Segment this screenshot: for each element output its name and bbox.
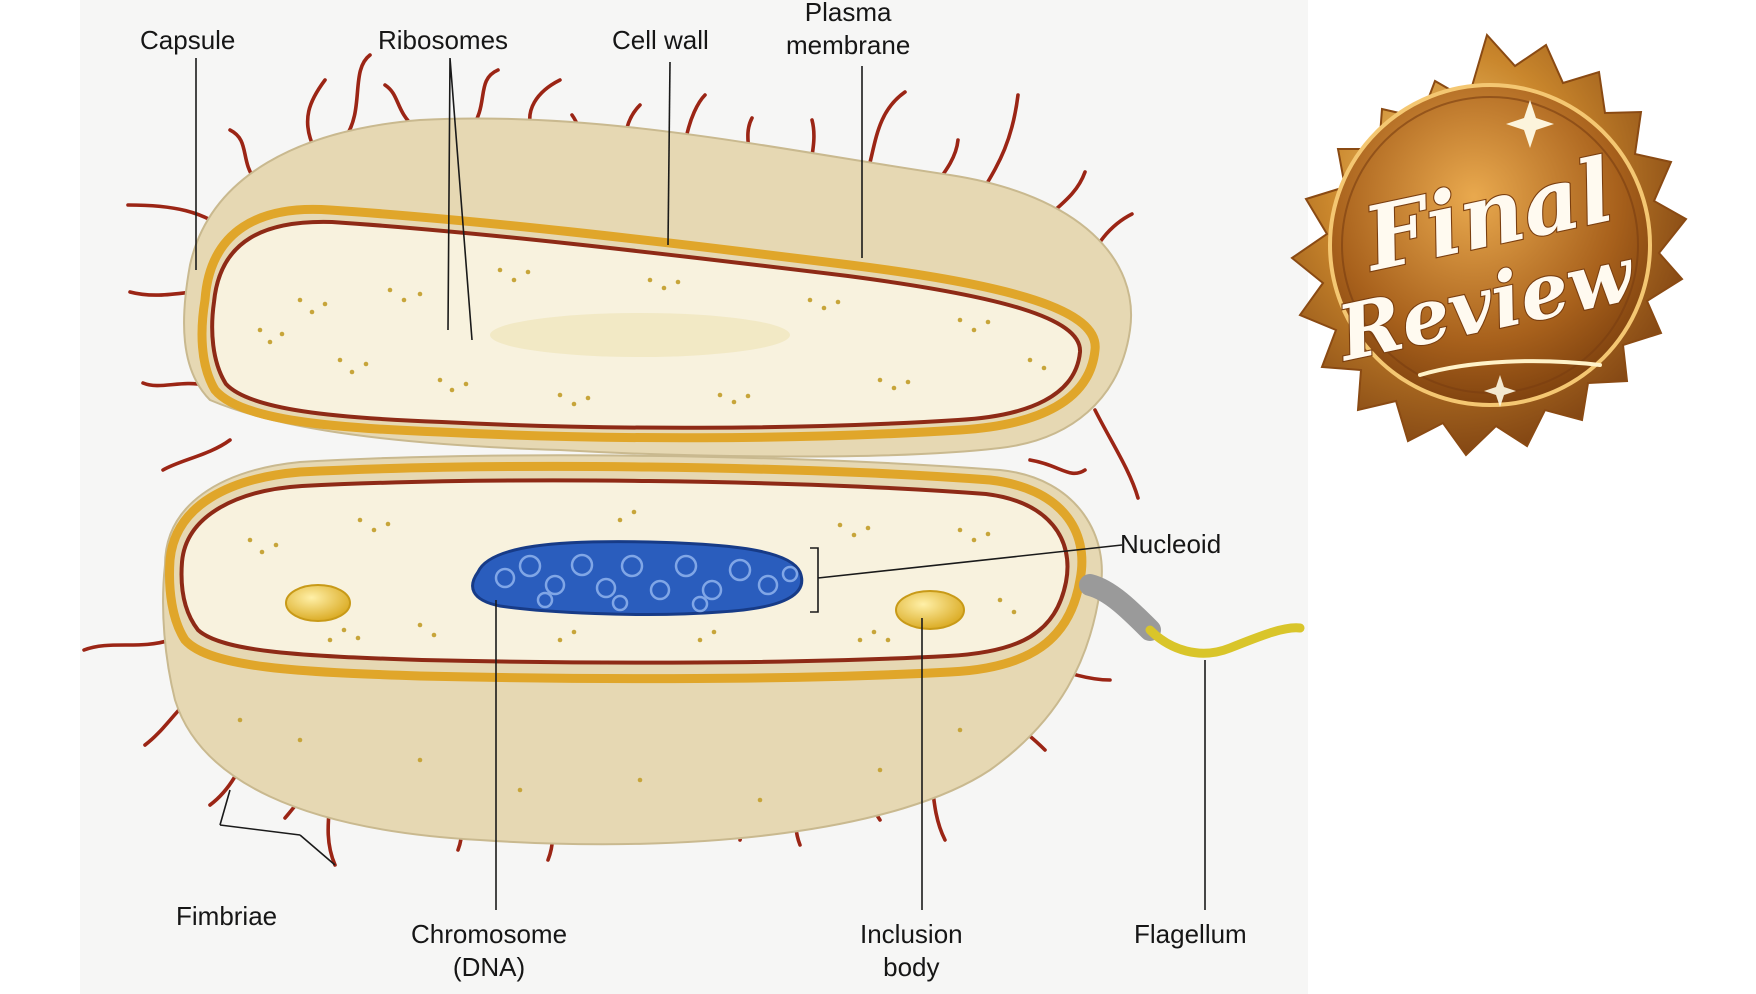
upper-cell-half	[183, 117, 1133, 458]
label-plasma-membrane-line1: Plasma	[804, 0, 892, 27]
label-chromosome-line1: Chromosome	[411, 919, 568, 949]
badge-swash	[1418, 359, 1602, 377]
label-ribosomes: Ribosomes	[378, 25, 509, 55]
sparkle-icon	[1484, 100, 1554, 407]
label-plasma-membrane-line2: membrane	[786, 30, 911, 60]
fimbria	[141, 381, 207, 388]
fimbria	[82, 638, 172, 652]
label-capsule: Capsule	[140, 25, 236, 55]
cell-wall-top	[197, 204, 1100, 443]
label-chromosome: Chromosome (DNA)	[411, 918, 567, 984]
fimbria	[1093, 408, 1140, 500]
label-flagellum: Flagellum	[1134, 919, 1247, 949]
label-inclusion-body: Inclusion body	[860, 918, 963, 984]
badge-inner-disc	[1328, 83, 1652, 407]
label-fimbriae: Fimbriae	[176, 901, 278, 931]
cell-wall-bottom	[165, 461, 1087, 684]
final-review-badge: Final Review	[1290, 33, 1688, 457]
leader-cell-wall	[667, 61, 671, 246]
label-inclusion-body-line1: Inclusion	[860, 919, 963, 949]
fimbria	[161, 438, 232, 472]
fimbria	[343, 53, 372, 140]
label-plasma-membrane: Plasma membrane	[786, 0, 910, 62]
lower-cell-half	[162, 454, 1103, 846]
inclusion-body-right	[895, 590, 965, 630]
leader-lines	[195, 57, 1206, 910]
central-fold	[490, 313, 790, 357]
label-cell-wall: Cell wall	[612, 25, 709, 55]
flagellum	[1079, 574, 1305, 658]
leader-nucleoid	[810, 544, 1123, 613]
leader-fimbriae	[219, 789, 336, 866]
label-inclusion-body-line2: body	[883, 952, 940, 982]
ribosomes-group	[237, 267, 1047, 803]
leader-ribosomes	[447, 57, 473, 341]
fimbria	[1028, 458, 1087, 476]
inclusion-body-left	[285, 584, 351, 622]
label-nucleoid: Nucleoid	[1120, 529, 1222, 559]
label-chromosome-line2: (DNA)	[452, 952, 526, 982]
chromosome-dna	[471, 540, 804, 616]
